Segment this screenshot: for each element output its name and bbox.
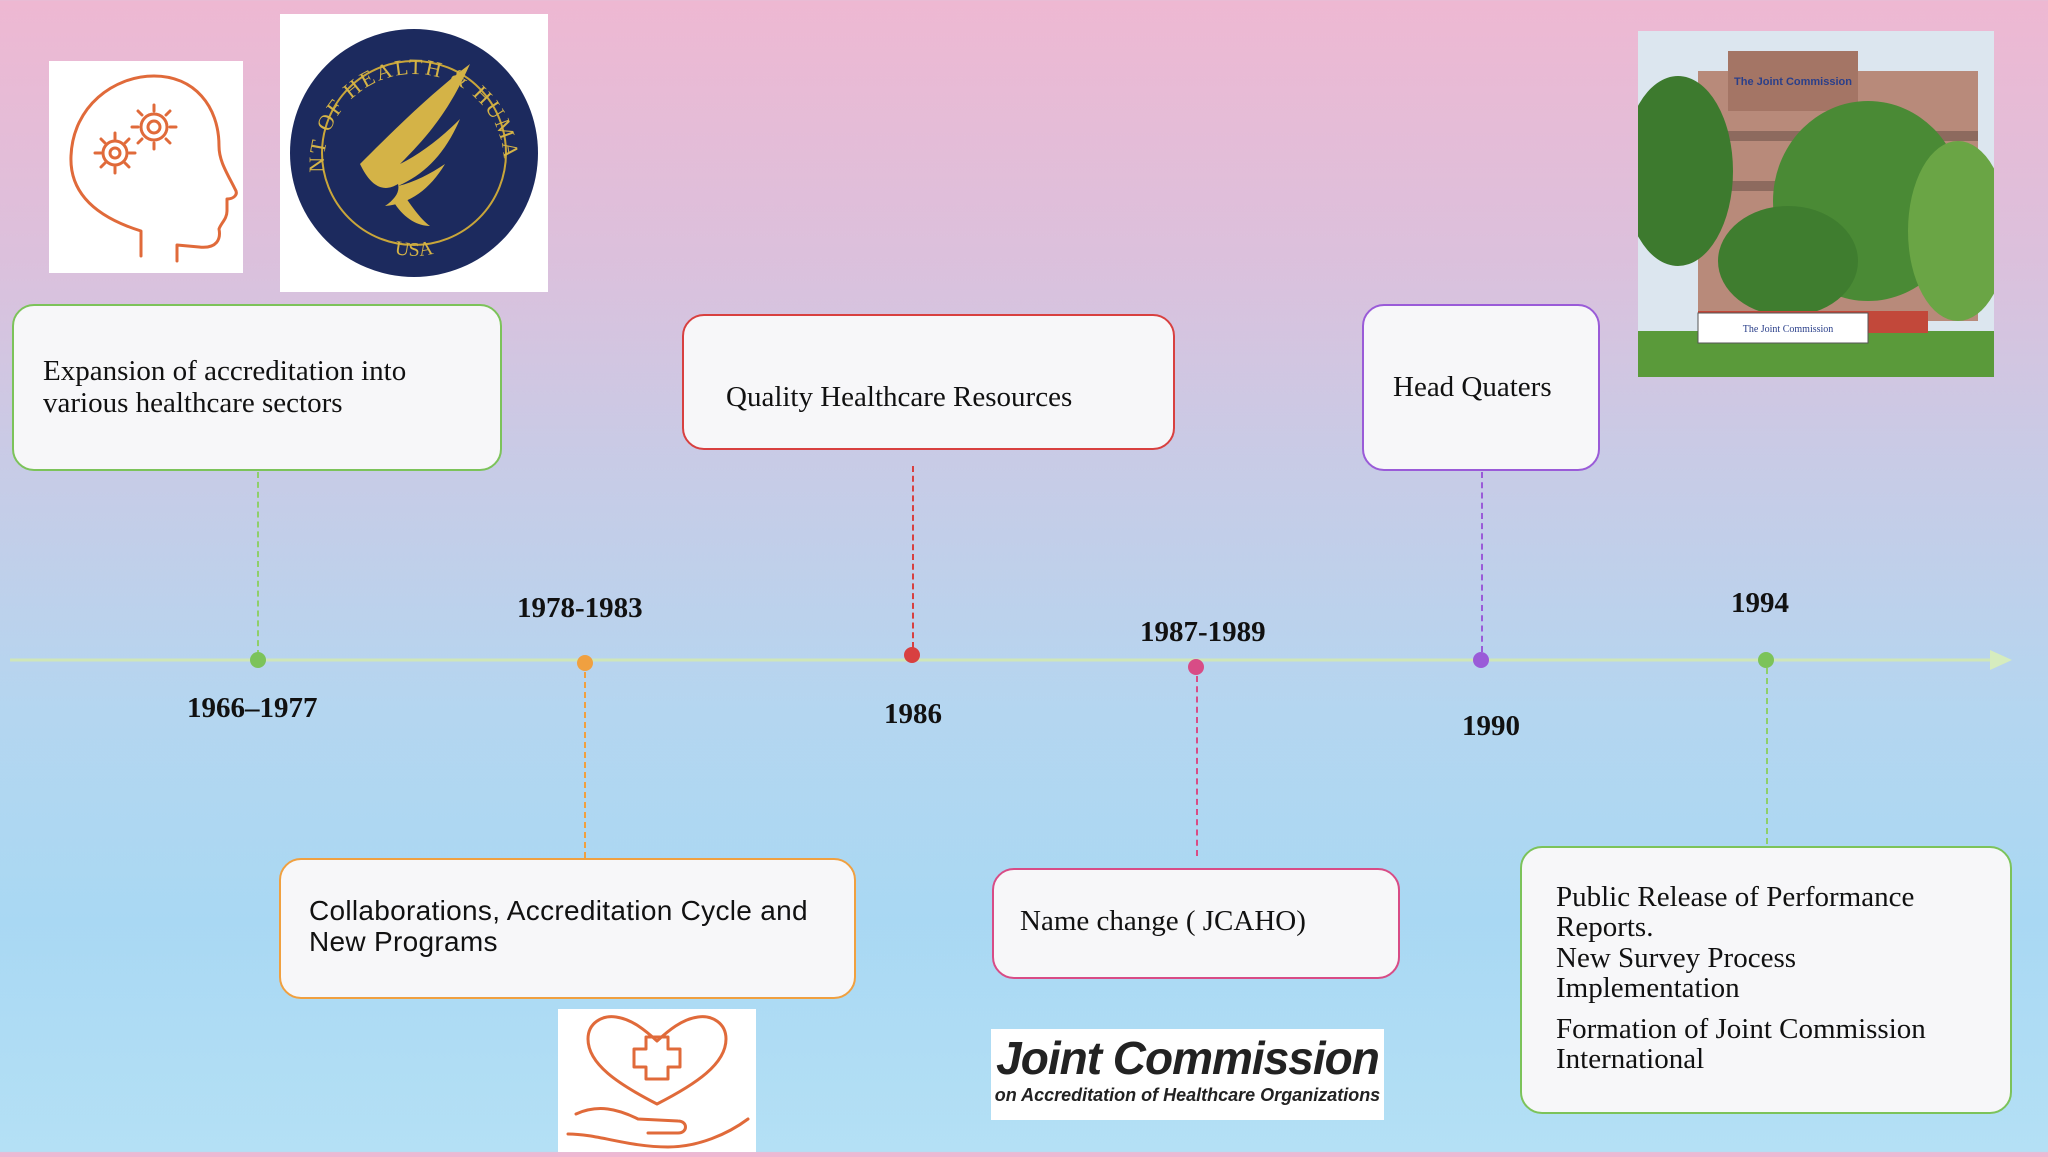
head-gears-image <box>49 61 243 273</box>
event-box-1994: Public Release of Performance Reports. N… <box>1520 846 2012 1114</box>
timeline-dot-1990 <box>1473 652 1489 668</box>
timeline-dot-1986 <box>904 647 920 663</box>
headquarters-photo: The Joint Commission The Joint Commissio… <box>1638 31 1994 377</box>
connector-1987-1989 <box>1196 676 1198 856</box>
building-sign: The Joint Commission <box>1734 76 1852 88</box>
year-label-1994: 1994 <box>1731 587 1789 619</box>
event-text-line: Expansion of accreditation into <box>43 355 407 387</box>
event-text-line: New Programs <box>309 925 498 957</box>
connector-1986 <box>912 466 914 648</box>
jcaho-logo: Joint Commission on Accreditation of Hea… <box>991 1029 1384 1120</box>
event-text-line: Collaborations, Accreditation Cycle and <box>309 895 808 926</box>
connector-1978-1983 <box>584 672 586 858</box>
event-box-1986: Quality Healthcare Resources <box>682 314 1175 450</box>
timeline-dot-1987-1989 <box>1188 659 1204 675</box>
svg-text:USA: USA <box>393 237 435 261</box>
year-label-1990: 1990 <box>1462 710 1520 742</box>
connector-1966-1977 <box>257 472 259 656</box>
year-label-1987-1989: 1987-1989 <box>1140 616 1266 648</box>
event-text-line: various healthcare sectors <box>43 386 343 419</box>
heart-hand-image <box>558 1009 756 1152</box>
jcaho-logo-subtitle: on Accreditation of Healthcare Organizat… <box>994 1085 1381 1105</box>
event-box-1990: Head Quaters <box>1362 304 1600 471</box>
event-box-1978-1983: Collaborations, Accreditation Cycle and … <box>279 858 856 999</box>
heart-hand-cross-icon <box>566 1015 750 1149</box>
timeline-dot-1994 <box>1758 652 1774 668</box>
event-text-line: Reports. <box>1556 911 1654 944</box>
event-text-line: New Survey Process <box>1556 941 1797 974</box>
timeline-axis <box>10 650 2012 670</box>
seal-text-bottom: USA <box>393 237 435 261</box>
head-gears-icon <box>69 74 238 263</box>
event-box-1987-1989: Name change ( JCAHO) <box>992 868 1400 979</box>
event-text-line: Formation of Joint Commission <box>1556 1012 1926 1045</box>
connector-1990 <box>1481 472 1483 652</box>
connector-1994 <box>1766 668 1768 844</box>
hhs-seal: DEPARTMENT OF HEALTH & HUMAN SERVICES US… <box>269 0 538 277</box>
headquarters-building: The Joint Commission The Joint Commissio… <box>1638 31 1994 377</box>
year-label-1986: 1986 <box>884 698 942 730</box>
event-text-line: Public Release of Performance <box>1556 881 1915 913</box>
building-ground-sign: The Joint Commission <box>1743 324 1834 335</box>
event-text-line: Name change ( JCAHO) <box>1020 905 1306 937</box>
event-text-line: International <box>1556 1043 1705 1076</box>
event-text-line: Implementation <box>1556 972 1740 1005</box>
year-label-1978-1983: 1978-1983 <box>517 592 643 624</box>
timeline-dot-1978-1983 <box>577 655 593 671</box>
event-box-1966-1977: Expansion of accreditation into various … <box>12 304 502 471</box>
hhs-seal-image: DEPARTMENT OF HEALTH & HUMAN SERVICES US… <box>269 0 548 292</box>
jcaho-logo-title: Joint Commission <box>996 1032 1380 1084</box>
event-text-line: Head Quaters <box>1393 371 1552 403</box>
timeline-dot-1966-1977 <box>250 652 266 668</box>
year-label-1966-1977: 1966–1977 <box>187 692 318 724</box>
event-text-line: Quality Healthcare Resources <box>726 381 1073 413</box>
